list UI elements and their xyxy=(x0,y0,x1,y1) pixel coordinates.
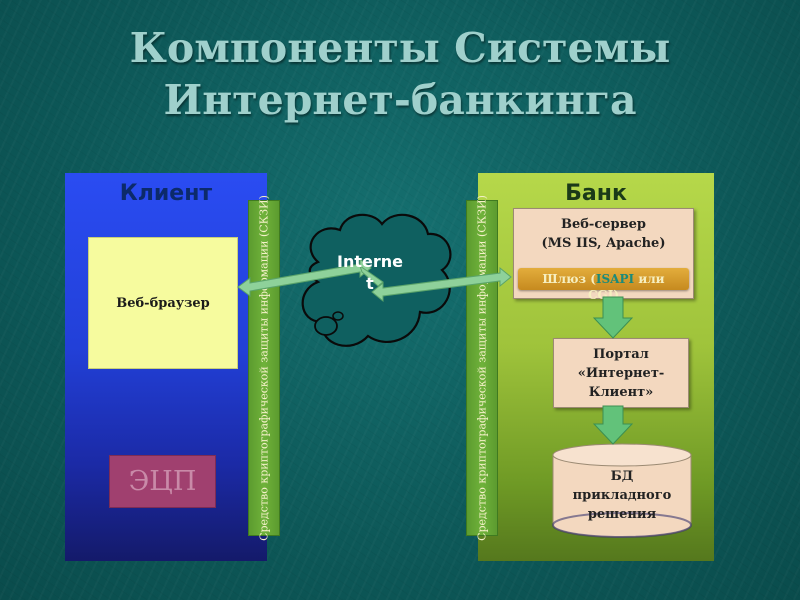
digital-signature-box: ЭЦП xyxy=(109,455,216,508)
client-label: Клиент xyxy=(119,181,213,206)
internet-label: Interne t xyxy=(325,251,415,295)
internet-line-1: Interne xyxy=(337,252,403,271)
web-server-title: Веб-сервер (MS IIS, Apache) xyxy=(514,215,693,253)
digital-signature-label: ЭЦП xyxy=(128,466,197,497)
web-browser-label: Веб-браузер xyxy=(116,295,210,311)
gateway-prefix: Шлюз ( xyxy=(542,272,596,286)
title-line-1: Компоненты Системы xyxy=(129,24,671,72)
bank-label: Банк xyxy=(565,181,627,206)
portal-line-3: Клиент» xyxy=(588,384,654,400)
portal-line-2: «Интернет- xyxy=(577,365,665,381)
web-browser-box: Веб-браузер xyxy=(88,237,238,369)
slide-title: Компоненты Системы Интернет-банкинга xyxy=(0,22,800,126)
arrow-portal-to-db xyxy=(592,405,634,445)
portal-box: Портал «Интернет- Клиент» xyxy=(553,338,689,408)
database-line-2: прикладного xyxy=(572,488,672,503)
bank-crypto-strip: Средство криптографической защиты информ… xyxy=(466,195,498,541)
database-line-1: БД xyxy=(610,469,634,484)
right-link-arrow xyxy=(371,266,512,303)
title-line-2: Интернет-банкинга xyxy=(163,76,637,124)
left-link-arrow xyxy=(237,257,372,297)
database-cylinder: БД прикладного решения xyxy=(552,443,692,539)
gateway-bar: Шлюз (ISAPI или CGI) xyxy=(518,268,689,302)
cloud-bubble-small xyxy=(332,311,344,321)
internet-line-2: t xyxy=(366,274,374,293)
database-cylinder-shape xyxy=(552,443,692,538)
client-crypto-strip: Средство криптографической защиты информ… xyxy=(248,195,280,541)
gateway-accent: ISAPI xyxy=(595,272,635,286)
database-label: БД прикладного решения xyxy=(552,467,692,524)
gateway-suffix: или xyxy=(634,272,665,286)
arrow-server-to-portal xyxy=(592,296,634,339)
database-line-3: решения xyxy=(587,507,657,522)
web-server-line-1: Веб-сервер xyxy=(561,217,646,232)
cloud-bubble-large xyxy=(314,316,338,336)
zigzag-link xyxy=(359,264,384,287)
web-server-line-2: (MS IIS, Apache) xyxy=(541,236,666,251)
portal-line-1: Портал xyxy=(593,346,649,362)
